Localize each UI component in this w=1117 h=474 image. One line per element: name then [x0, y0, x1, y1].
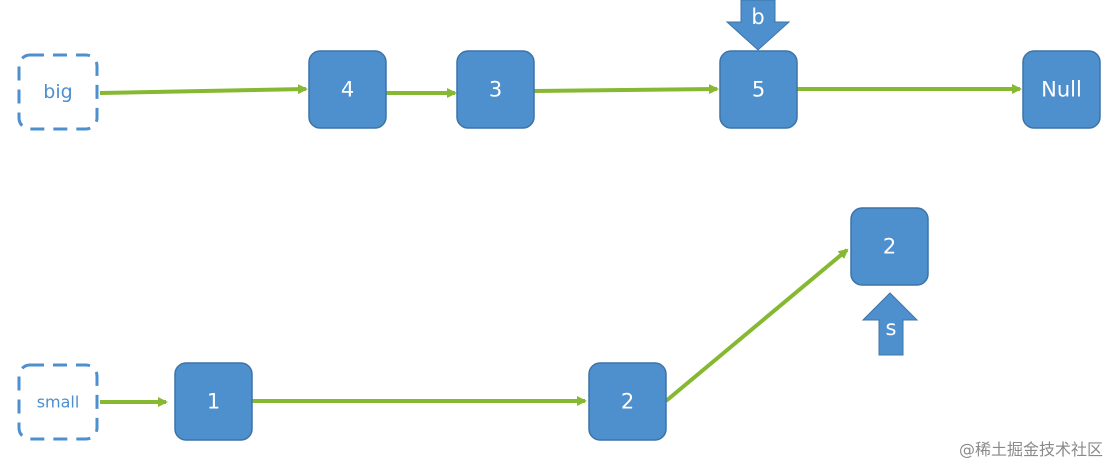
big-link-head-to-4 — [99, 84, 308, 95]
big-node-5-label: 5 — [752, 78, 765, 102]
big-node-4-label: 4 — [341, 78, 354, 102]
big-node-5: 5 — [719, 50, 798, 129]
small-node-2-first: 2 — [588, 362, 667, 441]
big-link-3-to-5 — [533, 84, 719, 95]
pointer-s-label: s — [886, 316, 897, 340]
big-node-null: Null — [1022, 50, 1101, 129]
small-node-2-second-label: 2 — [883, 235, 896, 259]
watermark-text: @稀土掘金技术社区 — [958, 440, 1103, 459]
small-head-label: small — [37, 393, 80, 412]
small-node-1: 1 — [174, 362, 253, 441]
small-node-2-second: 2 — [850, 207, 929, 286]
big-node-4: 4 — [308, 50, 387, 129]
pointer-b-label: b — [751, 5, 764, 29]
big-node-3: 3 — [456, 50, 535, 129]
small-node-2-first-label: 2 — [621, 390, 634, 414]
small-node-1-label: 1 — [207, 390, 220, 414]
pointer-s-arrow: s — [861, 292, 919, 356]
big-head-node: big — [17, 53, 99, 131]
big-head-label: big — [43, 81, 72, 103]
small-head-node: small — [17, 363, 99, 441]
big-node-3-label: 3 — [489, 78, 502, 102]
big-node-null-label: Null — [1041, 78, 1082, 102]
small-link-2-to-2 — [664, 248, 849, 403]
pointer-b-arrow: b — [725, 0, 791, 51]
